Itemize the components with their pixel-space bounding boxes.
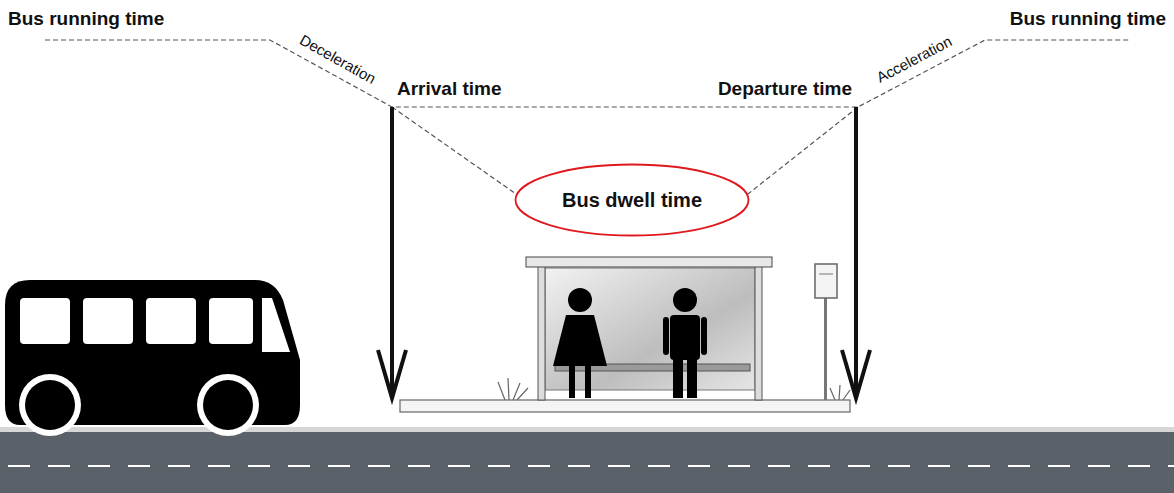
phase-label: Acceleration [874, 32, 955, 86]
person-figure [553, 288, 707, 398]
road-edge [0, 427, 1174, 432]
node-text: Bus dwell time [562, 189, 702, 212]
dwell-ellipse: Bus dwell time [514, 163, 750, 237]
bus-shelter [498, 257, 850, 400]
time-arrow [378, 107, 870, 398]
road [0, 432, 1174, 493]
phase-label: Deceleration [297, 31, 379, 87]
grass-tuft [498, 378, 850, 400]
bus-icon [5, 280, 300, 436]
time-label: Arrival time [397, 78, 502, 100]
platform [400, 400, 850, 412]
ellipse-shape [516, 165, 749, 236]
time-label: Departure time [718, 78, 852, 100]
time-label: Bus running time [1010, 8, 1166, 30]
time-label: Bus running time [8, 8, 164, 30]
bus-stop-sign [815, 264, 837, 400]
lane-marking [8, 465, 1174, 467]
